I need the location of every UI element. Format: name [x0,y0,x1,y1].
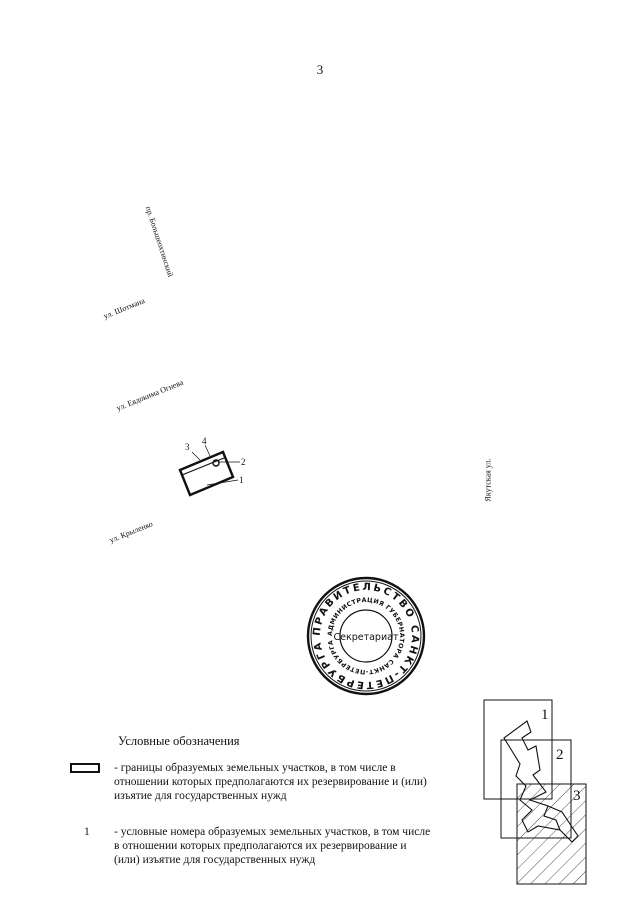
legend-title: Условные обозначения [118,734,240,748]
legend-item-symbol: 1 [84,826,90,838]
official-stamp: ПРАВИТЕЛЬСТВО САНКТ-ПЕТЕРБУРГА АДМИНИСТР… [306,576,426,696]
legend-item-text: - условные номера образуемых земельных у… [114,826,431,866]
sheet-label-2: 2 [556,747,564,763]
parcel-label-2: 2 [241,457,246,467]
index-map: 1 2 3 [483,699,587,885]
parcel-label-4: 4 [202,436,207,446]
sheet-label-1: 1 [541,707,549,723]
parcel-label-1: 1 [239,475,244,485]
parcel-label-3: 3 [185,442,190,452]
sheet-label-3: 3 [573,788,581,804]
boundary-symbol-icon [70,763,100,773]
parcel-boundary [178,444,240,497]
page-number: 3 [316,62,324,77]
stamp-center-text: Секретариат [333,632,398,643]
parcel-point-marker [212,459,220,467]
legend-item-text: - границы образуемых земельных участков,… [114,762,427,802]
